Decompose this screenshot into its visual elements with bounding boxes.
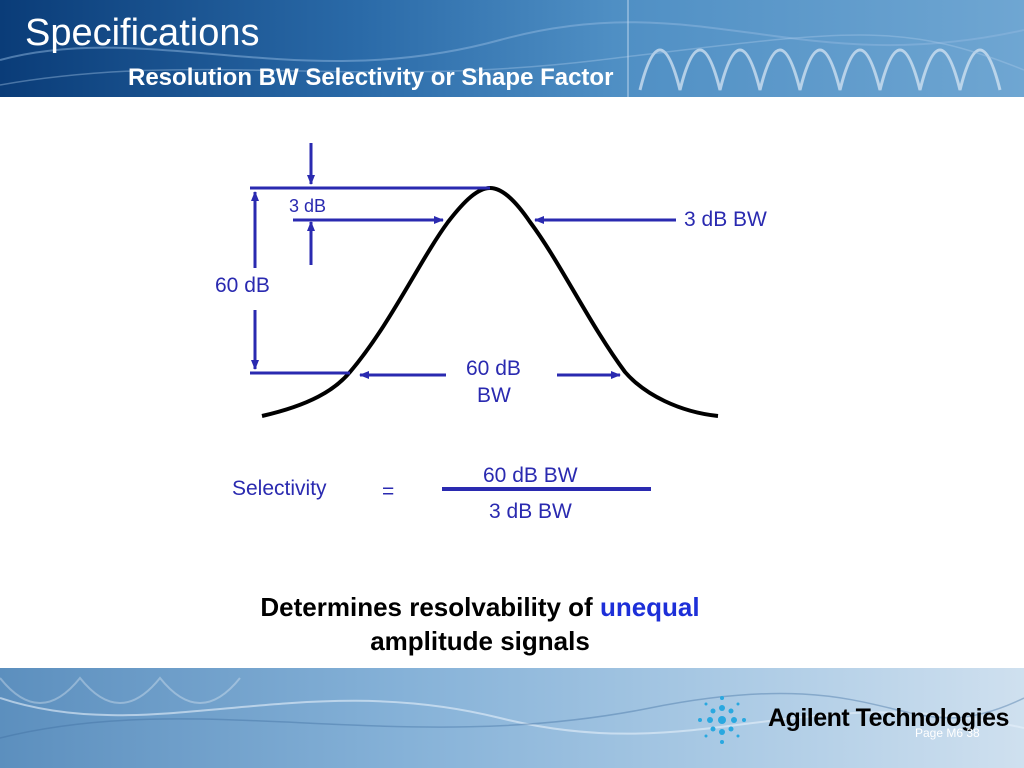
page-number: Page M6 38 <box>915 726 980 740</box>
three-db-label: 3 dB <box>289 196 327 216</box>
company-logo-text: Agilent Technologies <box>768 704 1009 732</box>
header-wave-decoration <box>0 0 1024 97</box>
slide-title: Specifications <box>25 12 260 54</box>
filter-response-curve <box>261 185 719 418</box>
footer-banner <box>0 668 1024 768</box>
sixty-db-bw-label-line1: 60 dB <box>466 357 521 380</box>
takeaway-text: Determines resolvability of unequal ampl… <box>200 590 760 658</box>
footer-wave-decoration <box>0 676 1024 739</box>
takeaway-part1: Determines resolvability of <box>260 592 600 622</box>
takeaway-part2: amplitude signals <box>370 626 590 656</box>
formula-denominator: 3 dB BW <box>489 500 572 523</box>
sixty-db-bw-label-line2: BW <box>477 384 511 407</box>
formula-numerator: 60 dB BW <box>483 464 578 487</box>
equals-sign: = <box>382 480 395 503</box>
takeaway-highlight: unequal <box>599 592 700 622</box>
header-banner: Specifications Resolution BW Selectivity… <box>0 0 1024 97</box>
selectivity-label: Selectivity <box>232 477 327 500</box>
slide-subtitle: Resolution BW Selectivity or Shape Facto… <box>128 64 614 91</box>
sixty-db-label: 60 dB <box>215 274 270 297</box>
agilent-spark-logo <box>698 696 746 744</box>
three-db-bw-label: 3 dB BW <box>684 208 767 231</box>
